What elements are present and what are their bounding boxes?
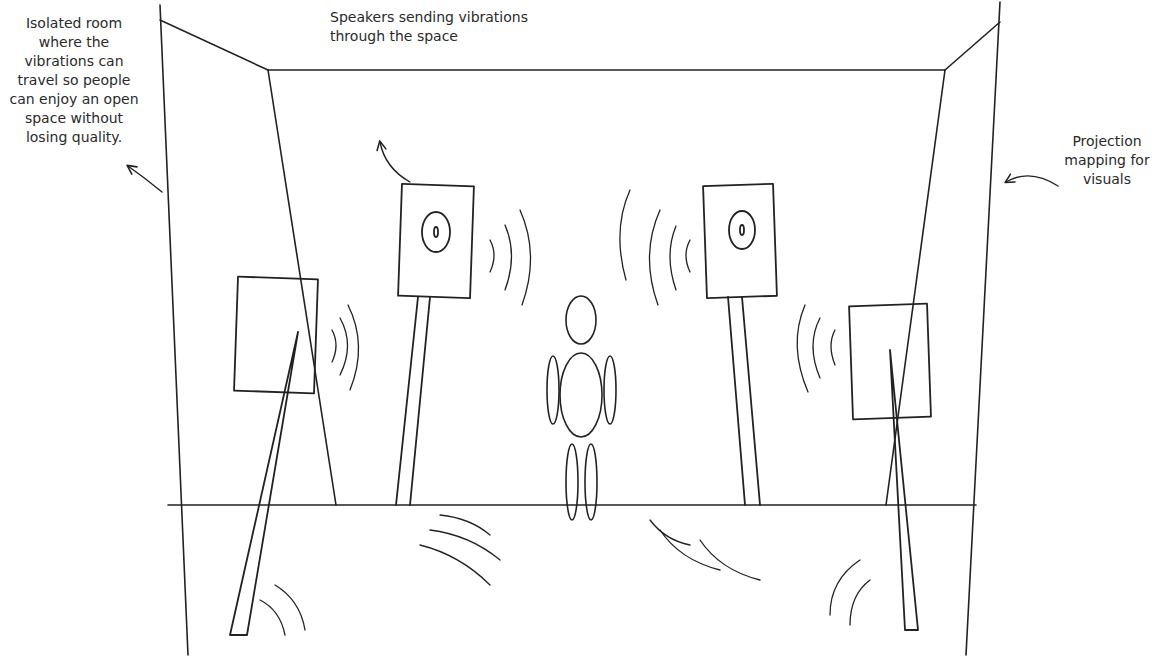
room-outline — [160, 2, 1000, 655]
speakers — [230, 184, 931, 635]
person-figure — [547, 296, 616, 520]
speaker-note: Speakers sending vibrations through the … — [330, 8, 530, 46]
leader-arrows — [128, 142, 1058, 192]
room-note: Isolated room where the vibrations can t… — [8, 14, 140, 147]
vibration-waves — [260, 190, 870, 635]
projection-note: Projection mapping for visuals — [1064, 132, 1150, 189]
